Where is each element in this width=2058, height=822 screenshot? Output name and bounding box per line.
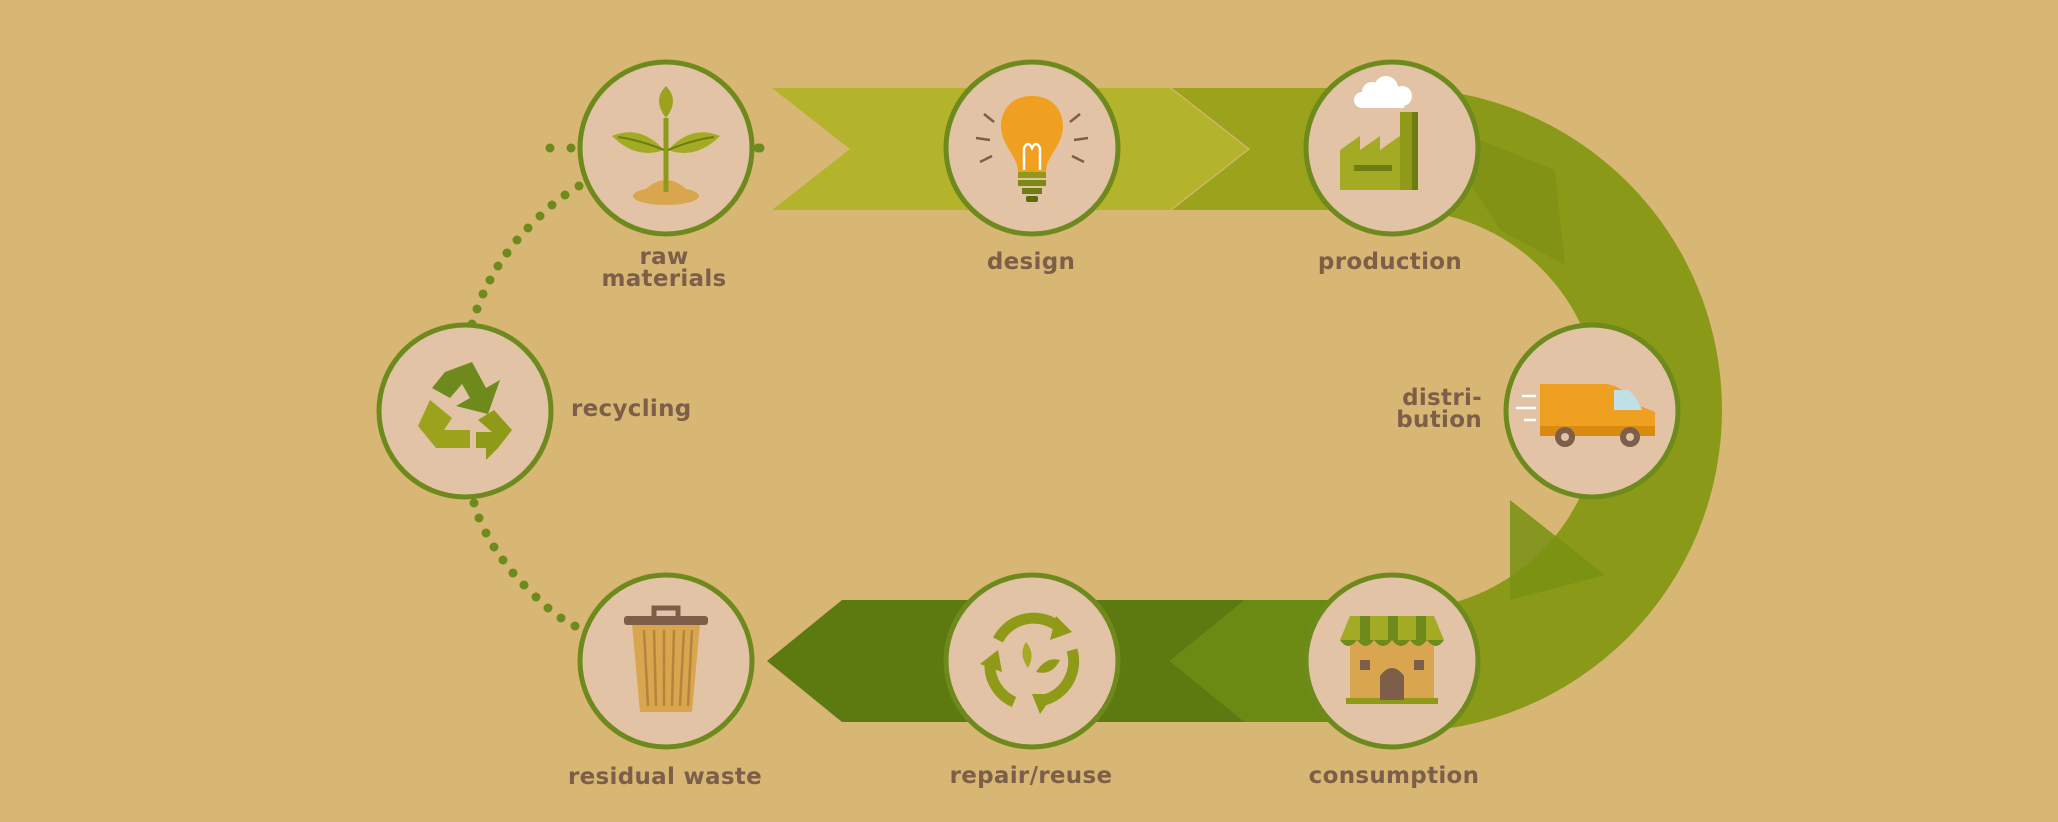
dot [560, 190, 570, 200]
dot [574, 181, 584, 191]
stage-production [1303, 59, 1481, 237]
stage-label-residual-waste: residual waste [567, 764, 763, 790]
stage-circle [376, 322, 554, 500]
recycle-icon [418, 362, 512, 460]
sprout-icon [612, 86, 720, 205]
dot [469, 498, 479, 508]
dot [489, 542, 499, 552]
stage-distribution [1503, 322, 1681, 500]
factory-icon [1340, 76, 1418, 190]
dots-recycling-to-waste [469, 498, 580, 631]
trash-bin-icon [624, 605, 708, 712]
stage-circle [943, 572, 1121, 750]
dot [523, 223, 533, 233]
dot [493, 261, 503, 271]
stage-label-raw-materials: raw materials [601, 244, 727, 292]
stage-residual-waste [577, 572, 755, 750]
dot [519, 580, 529, 590]
arrow-right-curve [1400, 88, 1722, 732]
dot [566, 143, 576, 153]
dot [508, 568, 518, 578]
stage-design [943, 59, 1121, 237]
dot [543, 603, 553, 613]
stage-label-consumption: consumption [1308, 763, 1480, 789]
dot [498, 555, 508, 565]
dot [535, 211, 545, 221]
dot [485, 275, 495, 285]
stage-raw-materials [577, 59, 755, 237]
dot [502, 248, 512, 258]
dot [570, 621, 580, 631]
dot [481, 528, 491, 538]
shop-icon [1340, 616, 1444, 704]
circular-arrows-leaf-icon [980, 612, 1080, 714]
stage-label-repair-reuse: repair/reuse [949, 763, 1113, 789]
stage-label-distribution: distri- bution [1396, 385, 1482, 433]
dots-raw-to-recycling [467, 181, 584, 329]
dot [531, 592, 541, 602]
dot [512, 235, 522, 245]
dot [556, 613, 566, 623]
stage-recycling [376, 322, 554, 500]
stage-label-production: production [1317, 249, 1463, 275]
stage-label-recycling: recycling [571, 396, 692, 422]
dot [753, 143, 763, 153]
stage-label-design: design [986, 249, 1076, 275]
stage-repair-reuse [943, 572, 1121, 750]
dot [474, 513, 484, 523]
delivery-van-icon [1516, 384, 1655, 447]
dot [478, 289, 488, 299]
arrow-curve-chevron-bottom [1510, 500, 1605, 600]
dot [472, 304, 482, 314]
dot [547, 200, 557, 210]
dot [545, 143, 555, 153]
stage-consumption [1303, 572, 1481, 750]
light-bulb-icon [975, 96, 1089, 202]
